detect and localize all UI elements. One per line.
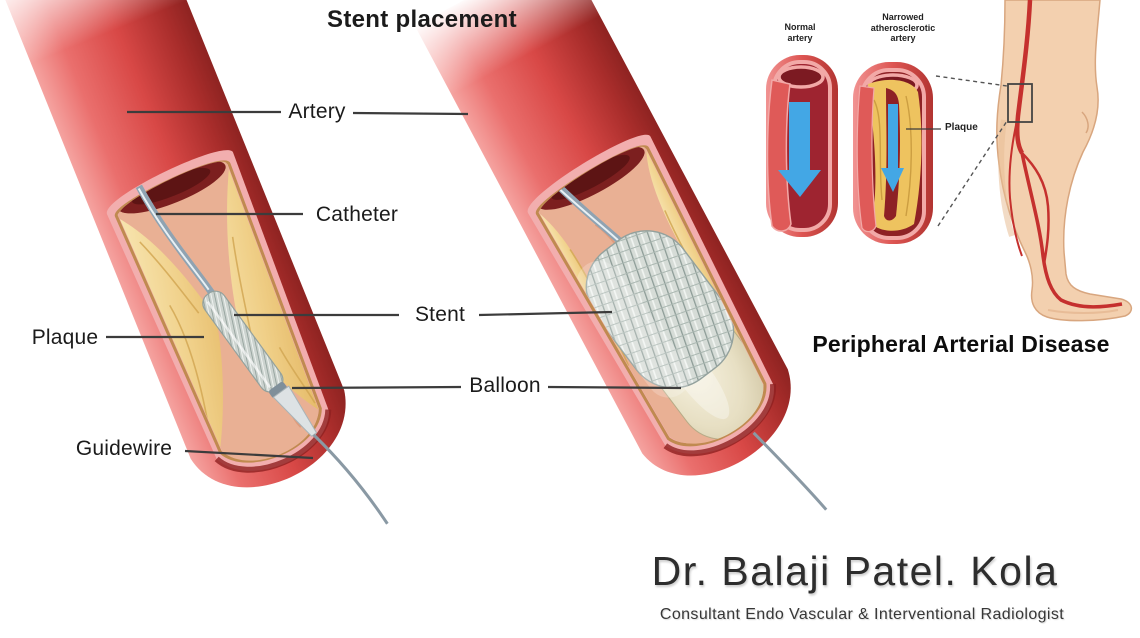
crimped-stent-shape	[202, 290, 318, 437]
expanded-stent-shape	[585, 230, 735, 389]
narrowed-artery-label: Narrowed atherosclerotic artery	[870, 12, 936, 44]
right-guidewire-shape	[752, 431, 828, 511]
credit-name: Dr. Balaji Patel. Kola	[651, 548, 1059, 594]
artery-label: Artery	[288, 100, 346, 123]
inset-caption: Peripheral Arterial Disease	[812, 331, 1110, 357]
label-leader-lines	[106, 110, 941, 460]
deflated-balloon-shape	[272, 385, 318, 437]
left-artery-illustration	[0, 0, 389, 525]
flow-arrow-normal-icon	[778, 102, 821, 197]
normal-artery-label: Normal artery	[784, 22, 816, 43]
stent-label: Stent	[414, 303, 466, 326]
figure-title: Stent placement	[327, 6, 517, 33]
inset-plaque-label: Plaque	[945, 122, 978, 133]
catheter-label: Catheter	[315, 203, 399, 226]
zoom-connector-lines	[935, 75, 1008, 227]
flow-arrow-narrowed-icon	[881, 104, 904, 192]
narrowed-artery-illustration	[853, 62, 933, 244]
right-artery-illustration	[412, 0, 828, 511]
balloon-label: Balloon	[469, 374, 541, 397]
guidewire-label: Guidewire	[75, 437, 173, 460]
leg-zoom-box	[1007, 83, 1033, 123]
left-guidewire-shape	[312, 433, 389, 525]
leg-arteries-shape	[1008, 0, 1123, 309]
leg-illustration	[996, 0, 1133, 322]
plaque-label: Plaque	[31, 326, 99, 349]
normal-artery-illustration	[766, 55, 838, 237]
credit-title: Consultant Endo Vascular & Interventiona…	[659, 606, 1065, 623]
